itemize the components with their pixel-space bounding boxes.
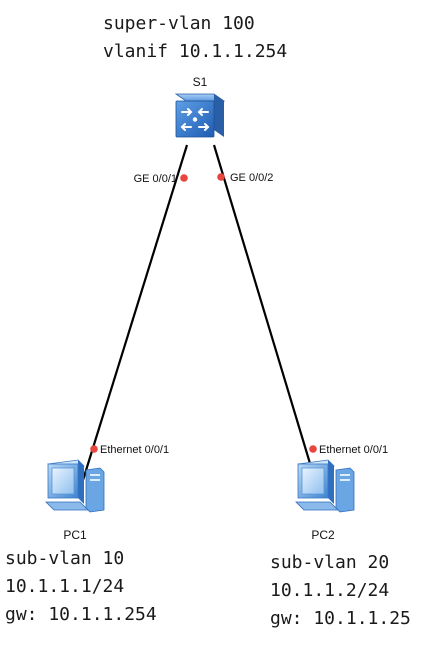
link-ge-0-0-2 bbox=[212, 144, 317, 481]
port-label-pc1-ethernet: Ethernet 0/0/1 bbox=[100, 444, 169, 456]
pc2-gateway: gw: 10.1.1.25 bbox=[270, 608, 411, 629]
pc1-gateway: gw: 10.1.1.254 bbox=[5, 604, 157, 625]
port-dot-pc2-ethernet bbox=[309, 445, 317, 453]
super-vlan-label: super-vlan 100 bbox=[103, 13, 255, 34]
pc2-name: PC2 bbox=[311, 528, 335, 542]
switch-icon bbox=[174, 93, 226, 138]
port-dot-pc1-ethernet bbox=[90, 445, 98, 453]
pc-icon bbox=[295, 459, 355, 513]
switch-name: S1 bbox=[193, 75, 208, 89]
pc1-sub-vlan: sub-vlan 10 bbox=[5, 548, 124, 569]
port-label-ge-0-0-1: GE 0/0/1 bbox=[134, 173, 177, 185]
pc2-sub-vlan: sub-vlan 20 bbox=[270, 552, 389, 573]
port-label-ge-0-0-2: GE 0/0/2 bbox=[230, 172, 273, 184]
vlanif-address-label: vlanif 10.1.1.254 bbox=[103, 41, 287, 62]
port-label-pc2-ethernet: Ethernet 0/0/1 bbox=[319, 444, 388, 456]
link-ge-0-0-1 bbox=[81, 144, 189, 481]
pc2-ip-address: 10.1.1.2/24 bbox=[270, 580, 389, 601]
port-dot-ge-0-0-2 bbox=[217, 173, 225, 181]
pc-icon bbox=[45, 459, 105, 513]
port-dot-ge-0-0-1 bbox=[180, 174, 188, 182]
pc1-name: PC1 bbox=[63, 528, 87, 542]
pc1-ip-address: 10.1.1.1/24 bbox=[5, 576, 124, 597]
